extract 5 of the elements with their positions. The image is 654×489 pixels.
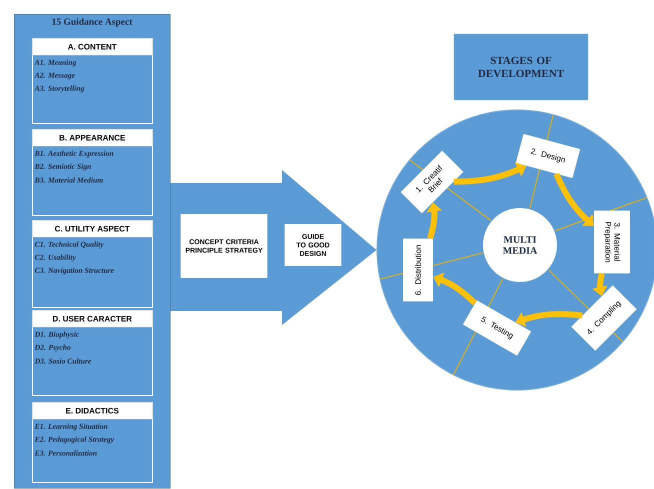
- block-arrow: [554, 172, 594, 226]
- stage-box: 3. Material Preparation: [594, 210, 630, 274]
- stage-box: 6. Distribution: [403, 238, 433, 302]
- stage-box: 2. Design: [516, 134, 580, 178]
- title-box: STAGES OF DEVELOPMENT: [454, 34, 588, 100]
